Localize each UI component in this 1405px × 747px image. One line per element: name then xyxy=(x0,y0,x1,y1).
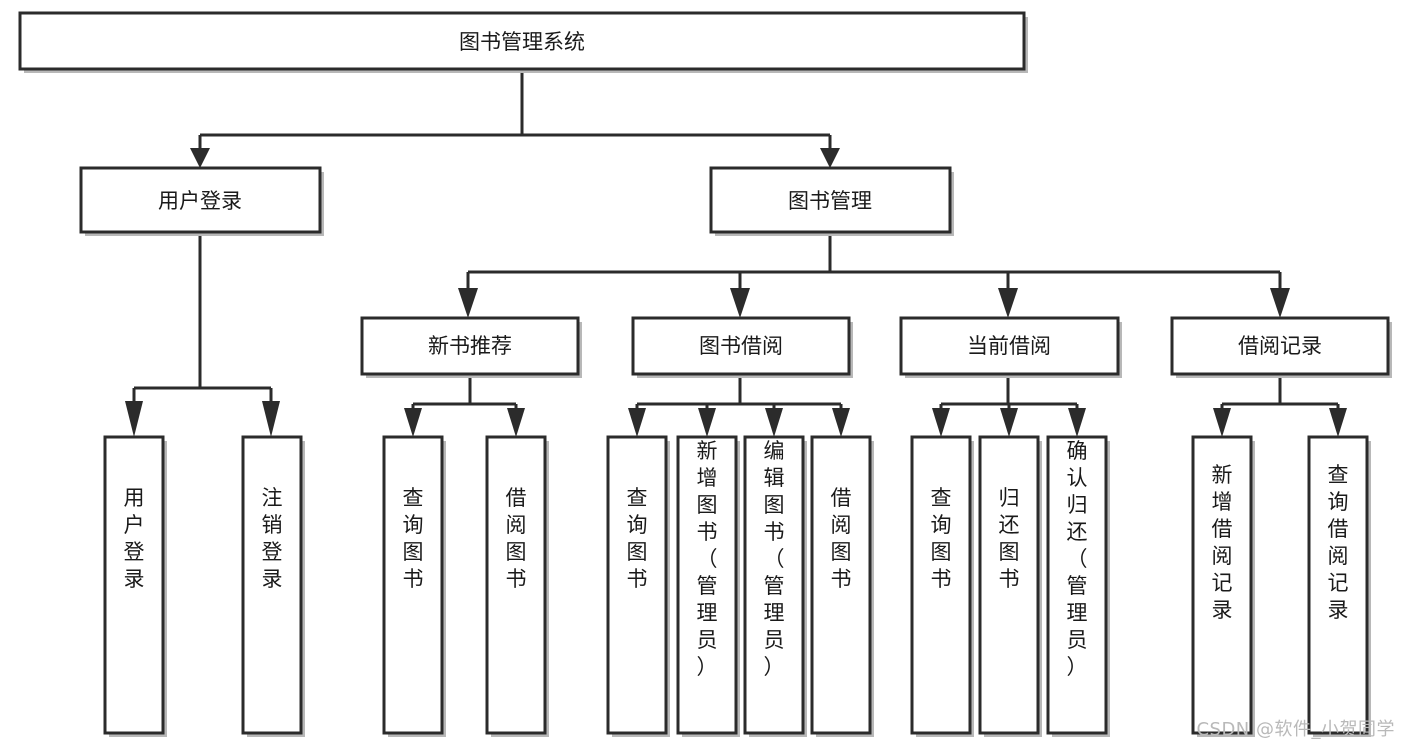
leaf-confirm-return-box xyxy=(1046,435,1108,735)
user-login-label: 用户登录 xyxy=(158,189,242,213)
arrowhead-leaf-logout-login xyxy=(262,401,280,437)
node-root[interactable]: 图书管理系统 xyxy=(18,11,1028,73)
leaf-edit-book-box xyxy=(743,435,805,735)
leaf-node-query-borrow-record[interactable]: 查询借阅记录 xyxy=(1307,435,1371,737)
leaf-node-query-book-2[interactable]: 查询图书 xyxy=(606,435,670,737)
arrowhead-leaf-query-book-3 xyxy=(932,408,950,437)
leaf-logout-login-label: 注销登录 xyxy=(262,486,283,591)
arrowhead-new-book-recommend xyxy=(458,288,478,318)
leaf-node-add-borrow-record[interactable]: 新增借阅记录 xyxy=(1191,435,1255,737)
leaf-return-book-label: 归还图书 xyxy=(999,486,1020,591)
leaf-query-borrow-record-box xyxy=(1307,435,1369,735)
arrowhead-leaf-return-book xyxy=(1000,408,1018,437)
leaf-confirm-return-label: 确认归还（管理员） xyxy=(1067,439,1088,679)
leaf-query-book-2-label: 查询图书 xyxy=(627,486,648,591)
arrowhead-leaf-borrow-book-1 xyxy=(507,408,525,437)
leaf-user-login-label: 用户登录 xyxy=(124,486,145,591)
new-book-recommend-label: 新书推荐 xyxy=(428,334,512,358)
connector-layer xyxy=(125,69,1347,437)
leaf-return-book-box xyxy=(978,435,1040,735)
arrowhead-bookmanage xyxy=(820,148,840,168)
leaf-query-book-2-box xyxy=(606,435,668,735)
new-book-recommend-box xyxy=(360,316,580,376)
csdn-watermark: CSDN @软件_小贺同学 xyxy=(1196,719,1395,740)
leaf-node-edit-book[interactable]: 编辑图书（管理员） xyxy=(743,435,807,737)
arrowhead-userlogin xyxy=(190,148,210,168)
user-login-box xyxy=(79,166,322,234)
arrowhead-borrow-record xyxy=(1270,288,1290,318)
book-borrow-box xyxy=(631,316,851,376)
root-box xyxy=(18,11,1026,71)
node-new-book-recommend[interactable]: 新书推荐 xyxy=(360,316,582,378)
arrowhead-leaf-edit-book xyxy=(765,408,783,437)
arrowhead-book-borrow xyxy=(730,288,750,318)
arrowhead-leaf-user-login xyxy=(125,401,143,437)
leaf-borrow-book-1-box xyxy=(485,435,547,735)
leaf-borrow-book-2-box xyxy=(810,435,872,735)
leaf-add-book-label: 新增图书（管理员） xyxy=(697,439,718,679)
arrowhead-leaf-query-book-1 xyxy=(404,408,422,437)
arrowhead-leaf-query-borrow-record xyxy=(1329,408,1347,437)
leaf-logout-login-box xyxy=(241,435,303,735)
node-user-login[interactable]: 用户登录 xyxy=(79,166,324,236)
leaf-node-add-book[interactable]: 新增图书（管理员） xyxy=(676,435,740,737)
leaf-add-borrow-record-label: 新增借阅记录 xyxy=(1212,463,1233,622)
node-borrow-record[interactable]: 借阅记录 xyxy=(1170,316,1392,378)
leaf-add-book-box xyxy=(676,435,738,735)
leaf-user-login-box xyxy=(103,435,165,735)
leaf-node-query-book-3[interactable]: 查询图书 xyxy=(910,435,974,737)
root-label: 图书管理系统 xyxy=(459,30,585,54)
leaf-node-confirm-return[interactable]: 确认归还（管理员） xyxy=(1046,435,1110,737)
node-current-borrow[interactable]: 当前借阅 xyxy=(899,316,1122,378)
borrow-record-label: 借阅记录 xyxy=(1238,334,1322,358)
leaf-node-query-book-1[interactable]: 查询图书 xyxy=(382,435,446,737)
leaf-node-borrow-book-1[interactable]: 借阅图书 xyxy=(485,435,549,737)
arrowhead-leaf-add-borrow-record xyxy=(1213,408,1231,437)
leaf-node-return-book[interactable]: 归还图书 xyxy=(978,435,1042,737)
current-borrow-label: 当前借阅 xyxy=(967,334,1051,358)
leaf-query-book-1-label: 查询图书 xyxy=(403,486,424,591)
book-manage-label: 图书管理 xyxy=(788,189,872,213)
leaf-node-user-login[interactable]: 用户登录 xyxy=(103,435,167,737)
leaf-node-logout-login[interactable]: 注销登录 xyxy=(241,435,305,737)
book-manage-box xyxy=(709,166,952,234)
node-book-borrow[interactable]: 图书借阅 xyxy=(631,316,853,378)
leaf-add-borrow-record-box xyxy=(1191,435,1253,735)
current-borrow-box xyxy=(899,316,1120,376)
leaf-edit-book-label: 编辑图书（管理员） xyxy=(764,439,785,679)
book-borrow-label: 图书借阅 xyxy=(699,334,783,358)
arrowhead-leaf-query-book-2 xyxy=(628,408,646,437)
arrowhead-leaf-borrow-book-2 xyxy=(832,408,850,437)
node-book-manage[interactable]: 图书管理 xyxy=(709,166,954,236)
leaf-query-book-1-box xyxy=(382,435,444,735)
leaf-borrow-book-2-label: 借阅图书 xyxy=(831,486,852,591)
arrowhead-leaf-confirm-return xyxy=(1068,408,1086,437)
leaf-query-book-3-box xyxy=(910,435,972,735)
arrowhead-current-borrow xyxy=(998,288,1018,318)
leaf-query-book-3-label: 查询图书 xyxy=(931,486,952,591)
leaf-node-borrow-book-2[interactable]: 借阅图书 xyxy=(810,435,874,737)
borrow-record-box xyxy=(1170,316,1390,376)
leaf-borrow-book-1-label: 借阅图书 xyxy=(506,486,527,591)
arrowhead-leaf-add-book xyxy=(698,408,716,437)
leaf-query-borrow-record-label: 查询借阅记录 xyxy=(1328,463,1349,622)
